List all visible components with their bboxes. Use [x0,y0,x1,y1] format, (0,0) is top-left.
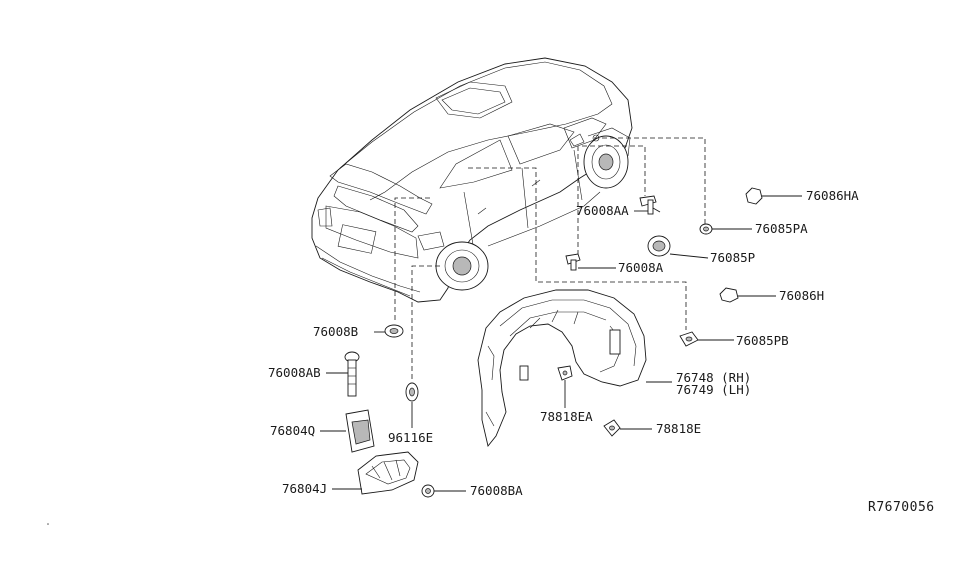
part-76085pa-illustration [699,223,752,235]
label-76749: 76749 (LH) [676,382,751,397]
label-76748: 76748 (RH) [676,370,751,385]
label-76008b: 76008B [313,324,358,339]
reference-lines [394,137,706,380]
part-76086ha-illustration [745,187,802,205]
label-78818e: 78818E [656,421,701,436]
part-96116e-illustration [405,382,419,428]
label-76008ab: 76008AB [268,365,321,380]
label-76008aa: 76008AA [576,203,629,218]
part-76008aa-illustration [634,195,661,215]
label-76086h: 76086H [779,288,824,303]
label-76085pb: 76085PB [736,333,789,348]
part-76008b-illustration [374,324,404,338]
part-76008a-illustration [565,253,616,271]
label-76085p: 76085P [710,250,755,265]
part-78818ea-illustration [557,365,573,408]
label-76085pa: 76085PA [755,221,808,236]
corner-dot [47,523,49,525]
label-76008ba: 76008BA [470,483,523,498]
label-76804j: 76804J [282,481,327,496]
label-76008a: 76008A [618,260,664,275]
label-76804q: 76804Q [270,423,315,438]
part-76086h-illustration [719,287,776,303]
part-76804j-illustration [332,451,419,495]
label-96116e: 96116E [388,430,433,445]
label-78818ea: 78818EA [540,409,593,424]
part-78818e-illustration [603,419,652,437]
vehicle-illustration [311,57,633,303]
part-76085p-illustration [647,235,709,259]
diagram-code: R7670056 [868,500,935,515]
part-76008ab-illustration [326,351,360,397]
part-76804q-illustration [320,409,375,453]
part-76748-fender-liner-illustration [477,289,672,448]
part-76085pb-illustration [679,331,734,347]
part-76008ba-illustration [421,484,466,498]
label-76086ha: 76086HA [806,188,859,203]
